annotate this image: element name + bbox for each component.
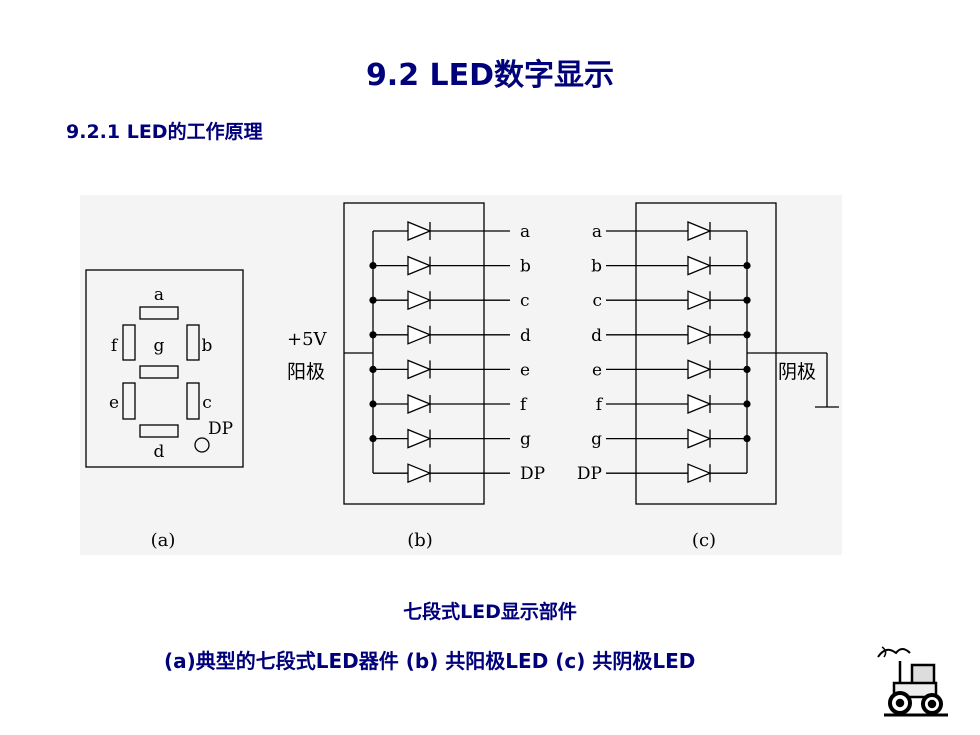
seg-label-a: a — [154, 285, 164, 305]
panel-c-diode-e — [687, 359, 712, 380]
panel-b-diode-c — [407, 290, 432, 311]
seg-label-d: d — [154, 442, 165, 462]
panel-c-label: (c) — [692, 530, 716, 551]
seg-label-g: g — [154, 336, 165, 356]
panel-b-pin-label: d — [520, 326, 531, 346]
panel-c-junction — [743, 365, 751, 373]
segment-g — [139, 365, 179, 379]
panel-b-diode-DP — [407, 463, 432, 484]
tractor-icon — [877, 646, 948, 717]
panel-b-diode-b — [407, 255, 432, 276]
caption-title: 七段式LED显示部件 — [403, 601, 577, 623]
seg-label-f: f — [111, 336, 119, 356]
panel-c-pin-label: c — [592, 291, 602, 311]
panel-c-pin-label: g — [591, 430, 602, 450]
panel-b-junction — [369, 435, 377, 443]
panel-b-pin-label: DP — [520, 464, 545, 484]
panel-b-pin-label: e — [520, 360, 530, 380]
segment-e — [122, 382, 136, 420]
seg-label-dp: DP — [208, 419, 233, 439]
segment-a — [139, 306, 179, 320]
panel-c-diode-b — [687, 255, 712, 276]
panel-b-label: (b) — [407, 530, 433, 551]
panel-c-diode-g — [687, 428, 712, 449]
panel-c-diode-DP — [687, 463, 712, 484]
section-subtitle: 9.2.1 LED的工作原理 — [66, 121, 263, 143]
panel-b-junction — [369, 262, 377, 270]
panel-b-diode-d — [407, 324, 432, 345]
panel-b-junction — [369, 331, 377, 339]
segment-b — [186, 324, 200, 361]
panel-c-pin-label: a — [592, 222, 602, 242]
panel-b-diode-a — [407, 221, 432, 241]
panel-c-junction — [743, 400, 751, 408]
panel-c-pin-label: DP — [577, 464, 602, 484]
panel-b-pin-label: a — [520, 222, 530, 242]
panel-b-diode-g — [407, 428, 432, 449]
panel-b-junction — [369, 365, 377, 373]
decimal-point — [194, 437, 210, 453]
seven-segment-display — [85, 269, 244, 468]
display-outline — [85, 269, 244, 468]
panel-c-pin-label: b — [591, 257, 602, 277]
seg-label-c: c — [202, 393, 212, 413]
panel-b-diode-f — [407, 394, 432, 414]
panel-c-diode-c — [687, 290, 712, 311]
panel-b-junction — [369, 296, 377, 304]
segment-f — [122, 324, 136, 361]
panel-c-junction — [743, 296, 751, 304]
panel-b-diode-e — [407, 359, 432, 380]
panel-c-diode-a — [687, 221, 712, 241]
anode-label: 阳极 — [287, 361, 325, 383]
segment-d — [139, 424, 179, 438]
page-title: 9.2 LED数字显示 — [365, 58, 615, 93]
panel-b-junction — [369, 400, 377, 408]
cathode-label: 阴极 — [778, 361, 816, 383]
panel-a-label: (a) — [151, 530, 176, 551]
panel-c-junction — [743, 435, 751, 443]
panel-c-pin-label: d — [591, 326, 602, 346]
panel-b-pin-label: f — [520, 395, 528, 415]
panel-c-junction — [743, 331, 751, 339]
segment-c — [186, 382, 200, 420]
panel-b-pin-label: g — [520, 430, 531, 450]
panel-c-junction — [743, 262, 751, 270]
supply-label: +5V — [287, 329, 328, 350]
panel-c-pin-label: f — [596, 395, 604, 415]
caption-detail: (a)典型的七段式LED器件 (b) 共阳极LED (c) 共阴极LED — [164, 649, 696, 673]
seg-label-b: b — [202, 336, 213, 356]
seg-label-e: e — [109, 393, 119, 413]
panel-b-pin-label: b — [520, 257, 531, 277]
panel-c-diode-f — [687, 394, 712, 414]
panel-c-diode-d — [687, 324, 712, 345]
panel-c-pin-label: e — [592, 360, 602, 380]
panel-b-pin-label: c — [520, 291, 530, 311]
